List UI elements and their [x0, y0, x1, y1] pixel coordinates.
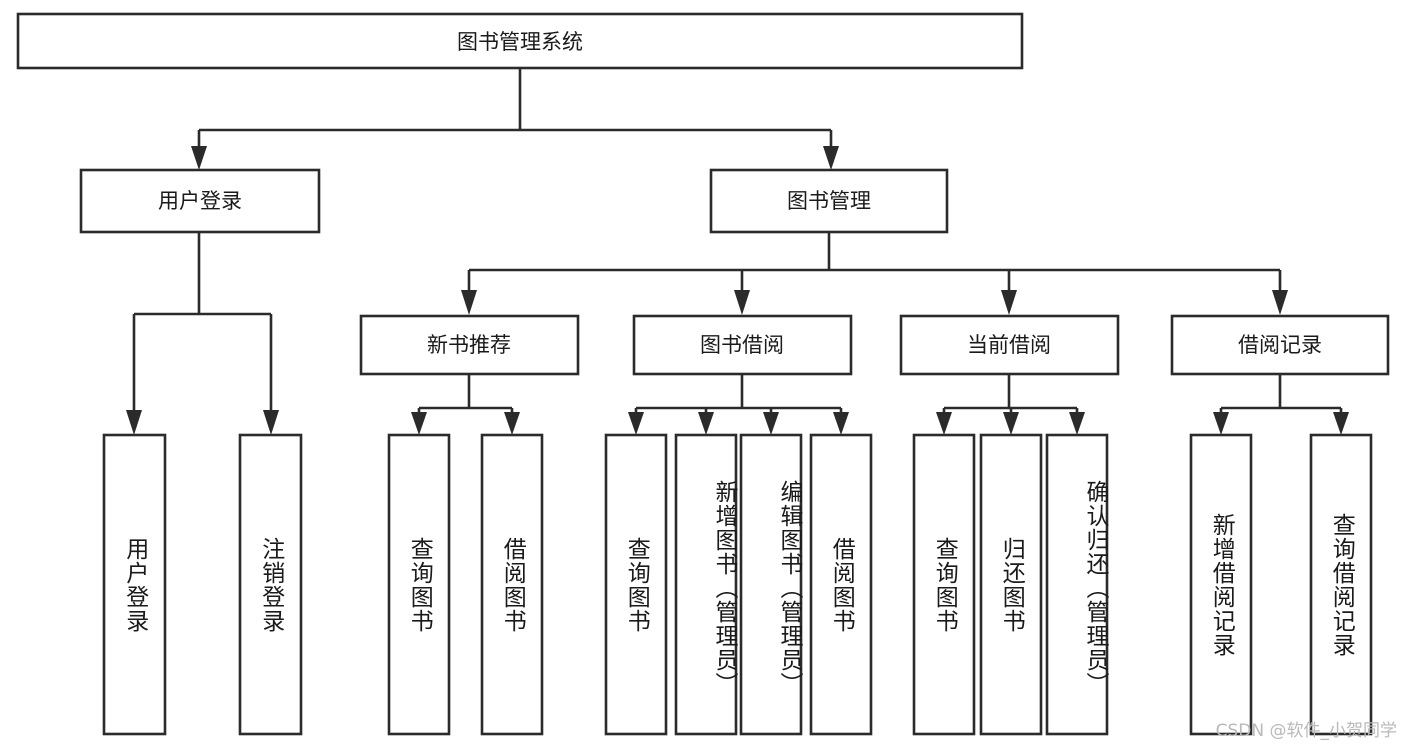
- leaf-node-user-login[interactable]: [102, 433, 167, 736]
- leaf-node-return-book[interactable]: [979, 433, 1043, 736]
- node-book-borrowing[interactable]: 图书借阅: [632, 314, 853, 376]
- node-new-book-recommendation-label: 新书推荐: [427, 333, 511, 357]
- connector-user-login-to-leaves: [126, 232, 279, 435]
- leaf-node-query-borrow-record[interactable]: [1309, 433, 1373, 736]
- leaf-node-borrow-book-2[interactable]: [809, 433, 873, 736]
- leaf-node-borrow-book-1[interactable]: [480, 433, 544, 736]
- leaf-node-edit-book-admin[interactable]: [739, 433, 803, 736]
- node-new-book-recommendation[interactable]: 新书推荐: [359, 314, 580, 376]
- node-root-system[interactable]: 图书管理系统: [16, 12, 1024, 70]
- connector-root-to-level2: [191, 68, 839, 170]
- node-current-borrowing[interactable]: 当前借阅: [899, 314, 1120, 376]
- connector-book-mgmt-to-level3: [461, 232, 1288, 315]
- node-root-label: 图书管理系统: [457, 30, 583, 54]
- node-current-borrowing-label: 当前借阅: [967, 333, 1051, 357]
- node-user-login-label: 用户登录: [158, 189, 242, 213]
- connector-borrow-record-to-leaves: [1213, 375, 1349, 435]
- leaf-node-logout[interactable]: [238, 433, 303, 736]
- leaf-node-query-book-1[interactable]: [387, 433, 451, 736]
- node-book-management-label: 图书管理: [787, 189, 871, 213]
- leaf-node-query-book-2[interactable]: [604, 433, 668, 736]
- leaf-node-query-book-3[interactable]: [912, 433, 976, 736]
- csdn-watermark: CSDN @软件_小贺同学: [1215, 721, 1397, 741]
- leaf-node-confirm-return-admin[interactable]: [1045, 433, 1109, 736]
- node-borrowing-record-label: 借阅记录: [1238, 333, 1322, 357]
- leaf-node-add-book-admin[interactable]: [674, 433, 738, 736]
- leaf-node-add-borrow-record[interactable]: [1189, 433, 1253, 736]
- node-book-borrowing-label: 图书借阅: [700, 333, 784, 357]
- connector-book-borrow-to-leaves: [628, 375, 849, 435]
- node-book-management[interactable]: 图书管理: [709, 168, 949, 234]
- node-user-login[interactable]: 用户登录: [79, 168, 321, 234]
- connector-current-borrow-to-leaves: [936, 375, 1085, 435]
- node-borrowing-record[interactable]: 借阅记录: [1170, 314, 1390, 376]
- connector-new-book-rec-to-leaves: [411, 375, 520, 435]
